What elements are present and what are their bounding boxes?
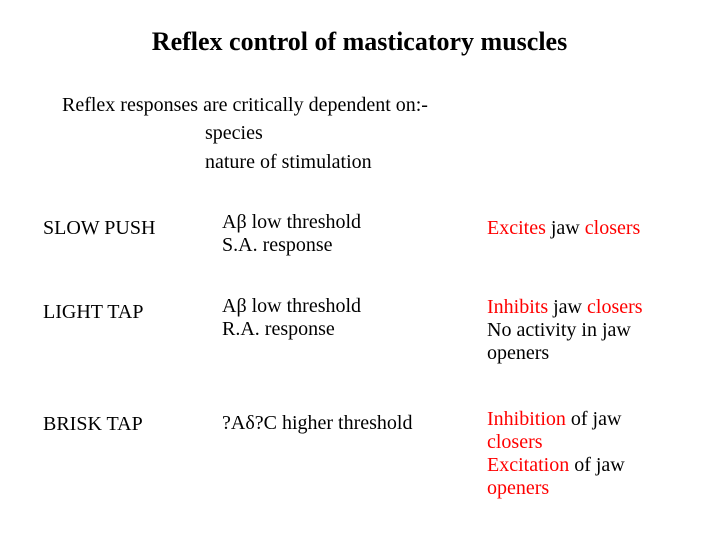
highlight-text: openers [487, 477, 550, 499]
effect-text: of jaw [565, 408, 622, 430]
highlight-text: closers [487, 431, 543, 453]
effect-line: openers [487, 342, 643, 365]
effect-line: closers [487, 431, 625, 454]
fibre-line: R.A. response [222, 318, 335, 340]
highlight-text: Excitation [487, 454, 570, 476]
intro-heading: Reflex responses are critically dependen… [62, 94, 428, 116]
slide-title: Reflex control of masticatory muscles [151, 27, 568, 56]
effect-line: Excites jaw closers [487, 217, 640, 240]
effect-line: openers [487, 477, 625, 500]
highlight-text: Excites [487, 217, 546, 239]
highlight-text: Inhibits [487, 296, 549, 318]
fibre-line: Aβ low threshold [222, 295, 362, 317]
effect-line: Inhibits jaw closers [487, 296, 643, 319]
highlight-text: closers [584, 217, 641, 239]
fibre-brisk-tap: ?Aδ?C higher threshold [222, 412, 413, 435]
highlight-text: closers [587, 296, 643, 318]
fibre-slow-push: Aβ low threshold S.A. response [222, 211, 361, 257]
stimulus-brisk-tap: BRISK TAP [43, 413, 143, 435]
intro-point-stimulation: nature of stimulation [205, 151, 372, 173]
effect-line: No activity in jaw [487, 319, 643, 342]
fibre-line: ?Aδ?C higher threshold [222, 412, 413, 434]
stimulus-light-tap: LIGHT TAP [43, 301, 144, 323]
effect-text: openers [487, 342, 550, 364]
stimulus-slow-push: SLOW PUSH [43, 217, 156, 239]
effect-line: Excitation of jaw [487, 454, 625, 477]
effect-text: jaw [548, 296, 588, 318]
effect-text: of jaw [569, 454, 625, 476]
highlight-text: Inhibition [487, 408, 566, 430]
effect-slow-push: Excites jaw closers [487, 217, 640, 240]
intro-point-species: species [205, 122, 263, 144]
fibre-light-tap: Aβ low threshold R.A. response [222, 295, 361, 341]
effect-text: No activity in jaw [487, 319, 631, 341]
fibre-line: S.A. response [222, 234, 333, 256]
effect-text: jaw [545, 217, 585, 239]
fibre-line: Aβ low threshold [222, 211, 362, 233]
effect-line: Inhibition of jaw [487, 408, 625, 431]
